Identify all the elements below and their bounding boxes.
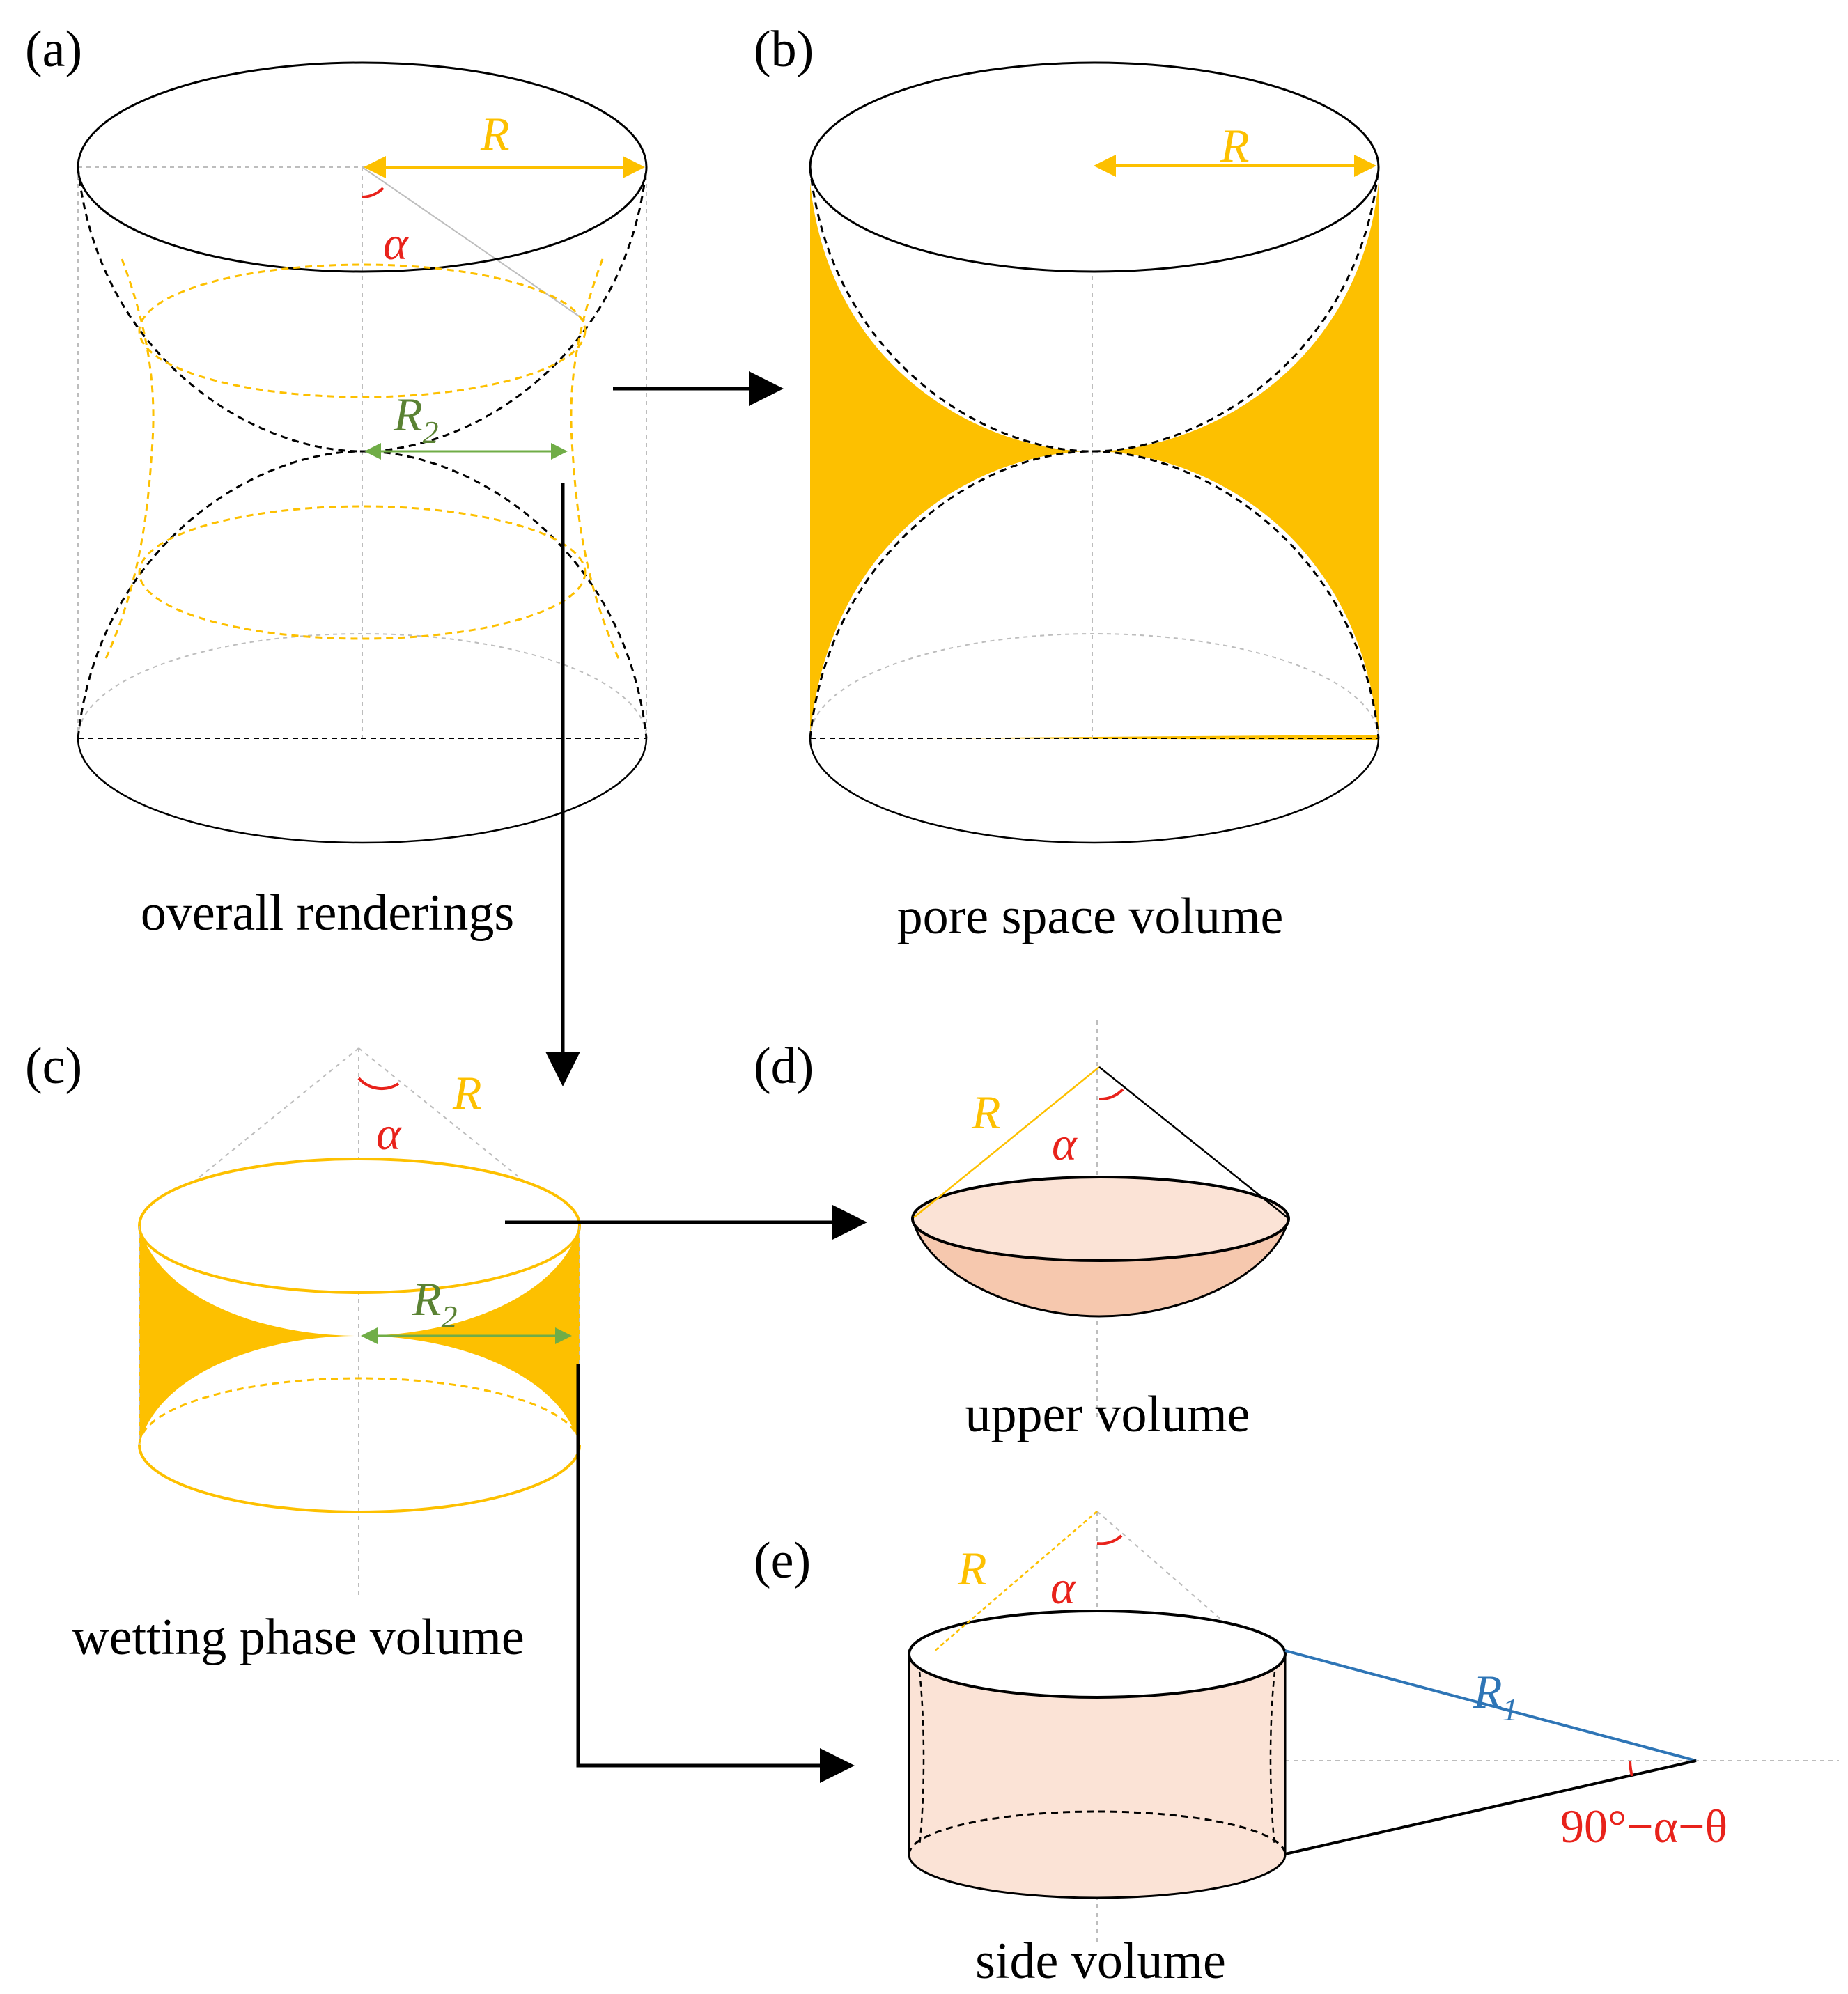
r-label: R xyxy=(957,1542,987,1595)
panel-c: (c) α R R2 wetting phase volume xyxy=(25,1038,581,1666)
panel-b: (b) R pore space volume xyxy=(754,21,1380,945)
cylinder-bottom-arc xyxy=(77,738,648,844)
panel-d: (d) α R upper volume xyxy=(754,1020,1290,1443)
panel-b-label: (b) xyxy=(754,21,814,78)
r-label: R xyxy=(480,107,510,160)
wetting-side-guides xyxy=(139,1226,580,1445)
cap-top-ellipse xyxy=(911,1176,1290,1262)
panel-d-caption: upper volume xyxy=(965,1386,1250,1443)
panel-c-caption: wetting phase volume xyxy=(72,1609,524,1666)
alpha-label: α xyxy=(1052,1117,1078,1170)
panel-d-label: (d) xyxy=(754,1038,814,1095)
alpha-slant-line xyxy=(362,166,586,321)
wetting-bottom-front-arc xyxy=(138,1444,581,1513)
alpha-angle-arc xyxy=(357,1077,400,1091)
elbow-arrow-icon xyxy=(576,1364,855,1783)
wetting-bottom-back-arc xyxy=(138,1377,581,1446)
r1-line xyxy=(1284,1649,1697,1762)
lower-edge-line xyxy=(1284,1759,1697,1855)
pore-region-right xyxy=(1092,182,1379,737)
side-volume-top-ellipse xyxy=(908,1610,1287,1699)
panel-a-label: (a) xyxy=(25,21,82,78)
panel-a-caption: overall renderings xyxy=(141,885,514,942)
panel-c-label: (c) xyxy=(25,1038,82,1095)
panel-b-caption: pore space volume xyxy=(897,888,1284,945)
sphere-arcs xyxy=(809,166,1380,739)
alpha-label: α xyxy=(383,217,409,270)
edge-line xyxy=(1098,1066,1288,1218)
alpha-angle-arc xyxy=(1096,1534,1123,1545)
wetting-interface xyxy=(103,258,621,662)
r-label: R xyxy=(971,1086,1001,1139)
wetting-top-ellipse xyxy=(138,1158,581,1294)
panel-a: (a) R α xyxy=(25,21,648,942)
r-line xyxy=(913,1066,1100,1218)
r-label: R xyxy=(1220,119,1250,172)
r1-label: R1 xyxy=(1473,1665,1519,1727)
cylinder-bottom-arc xyxy=(809,738,1380,844)
r2-label: R2 xyxy=(412,1272,458,1334)
alpha-label: α xyxy=(376,1107,402,1160)
side-volume-inner-curves xyxy=(918,1671,1276,1846)
r-line xyxy=(933,1511,1098,1653)
side-volume-bottom-back-arc xyxy=(908,1810,1287,1855)
alpha-angle-arc xyxy=(362,187,385,198)
pore-region-left xyxy=(810,182,1092,737)
angle-arc xyxy=(1629,1760,1633,1777)
alpha-angle-arc xyxy=(1098,1088,1124,1101)
alpha-label: α xyxy=(1050,1561,1076,1614)
panel-e-label: (e) xyxy=(754,1532,811,1589)
r-label: R xyxy=(452,1066,482,1119)
side-volume-body xyxy=(908,1653,1287,1899)
angle-label: 90°−α−θ xyxy=(1560,1800,1727,1853)
wetting-region-left xyxy=(139,1226,359,1445)
panel-e: (e) α R R1 90°−α−θ side volume xyxy=(754,1511,1839,1990)
panel-e-caption: side volume xyxy=(975,1933,1226,1990)
r2-label: R2 xyxy=(393,388,439,450)
